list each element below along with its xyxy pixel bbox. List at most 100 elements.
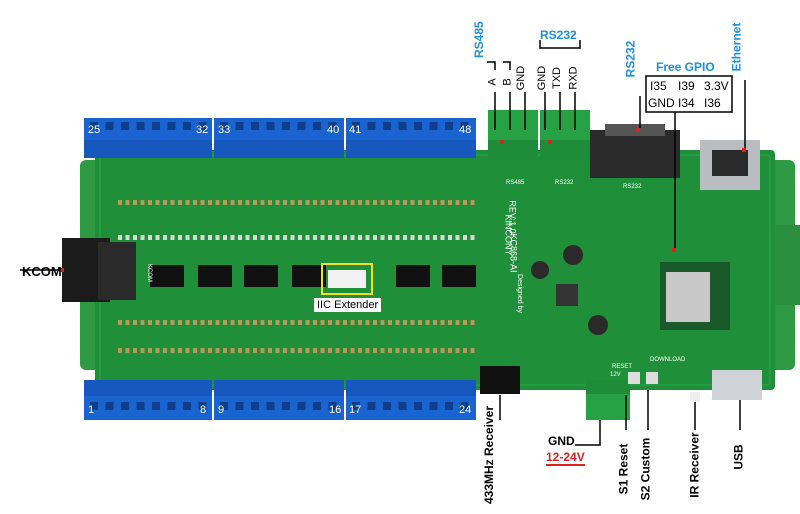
terminal-screw	[198, 402, 207, 410]
terminal-screw	[282, 402, 290, 410]
term-8: 8	[200, 404, 207, 416]
smd-component	[170, 200, 175, 205]
board-designed-by: Designed by	[515, 274, 523, 313]
kcom-label: KCOM	[22, 264, 62, 279]
silk-download: DOWNLOAD	[650, 357, 686, 363]
gpio-i34: I34	[678, 96, 695, 110]
433-header	[480, 366, 520, 394]
smd-component	[185, 320, 190, 325]
smd-component	[290, 320, 295, 325]
leader-lines	[487, 40, 746, 446]
term-40: 40	[327, 124, 340, 136]
smd-component	[350, 235, 355, 240]
smd-component	[320, 320, 325, 325]
terminal-screw	[414, 122, 422, 130]
smd-component	[320, 348, 325, 353]
terminal-screw	[90, 122, 98, 130]
smd-component	[163, 348, 167, 353]
smd-component	[140, 200, 145, 205]
rs485-label: RS485	[472, 21, 486, 58]
smd-component	[365, 200, 370, 205]
smd-component	[448, 235, 452, 240]
smd-component	[313, 320, 317, 325]
rs485-a-label: A	[486, 78, 499, 86]
smd-component	[418, 348, 422, 353]
smd-component	[470, 320, 475, 325]
term-41: 41	[349, 124, 362, 136]
smd-component	[373, 235, 377, 240]
terminal-screw	[328, 402, 337, 410]
silk-kcom: KCOM	[146, 264, 152, 282]
smd-component	[155, 348, 160, 353]
smd-component	[388, 235, 392, 240]
power-terminal	[586, 380, 630, 420]
terminal-screw	[460, 122, 469, 130]
smd-component	[463, 200, 467, 205]
smd-component	[358, 348, 362, 353]
smd-component	[283, 235, 287, 240]
s1-reset-label: S1 Reset	[616, 443, 631, 495]
smd-component	[245, 235, 250, 240]
smd-component	[305, 348, 310, 353]
gpio-gnd: GND	[648, 96, 675, 110]
smd-component	[455, 348, 460, 353]
smd-component	[125, 348, 130, 353]
rs232-top-label: RS232	[540, 28, 577, 42]
smd-component	[275, 200, 280, 205]
smd-component	[223, 320, 227, 325]
smd-component	[155, 320, 160, 325]
terminal-screw	[152, 402, 160, 410]
smd-component	[260, 320, 265, 325]
smd-component	[440, 320, 445, 325]
smd-component	[230, 348, 235, 353]
smd-component	[395, 348, 400, 353]
smd-component	[440, 200, 445, 205]
smd-component	[388, 348, 392, 353]
smd-component	[238, 320, 242, 325]
smd-component	[215, 320, 220, 325]
smd-component	[463, 320, 467, 325]
reset-button	[628, 372, 640, 384]
smd-component	[148, 348, 152, 353]
receiver-433-label: 433MHz Receiver	[482, 405, 497, 505]
terminal-screw	[352, 402, 360, 410]
smd-component	[455, 200, 460, 205]
term-33: 33	[218, 124, 231, 136]
smd-component	[170, 320, 175, 325]
terminal-screw	[183, 402, 191, 410]
smd-component	[155, 200, 160, 205]
smd-component	[440, 235, 445, 240]
smd-component	[403, 235, 407, 240]
smd-component	[148, 235, 152, 240]
smd-component	[305, 320, 310, 325]
silk-rs232: RS232	[555, 180, 574, 186]
smd-component	[313, 235, 317, 240]
smd-component	[260, 348, 265, 353]
smd-component	[365, 348, 370, 353]
smd-component	[185, 348, 190, 353]
smd-component	[395, 200, 400, 205]
smd-component	[245, 348, 250, 353]
smd-component	[193, 235, 197, 240]
smd-component	[380, 235, 385, 240]
smd-component	[380, 320, 385, 325]
smd-component	[388, 320, 392, 325]
terminal-screw	[313, 402, 321, 410]
smd-component	[410, 235, 415, 240]
terminal-screw	[152, 122, 160, 130]
smd-component	[200, 235, 205, 240]
terminal-screw	[136, 122, 145, 130]
smd-component	[358, 320, 362, 325]
rs232-rxd-label: RXD	[567, 66, 580, 90]
terminal-screw	[220, 402, 228, 410]
terminal-screw	[220, 122, 228, 130]
smd-component	[448, 348, 452, 353]
smd-component	[223, 200, 227, 205]
smd-component	[418, 235, 422, 240]
smd-component	[178, 320, 182, 325]
smd-component	[215, 348, 220, 353]
smd-component	[185, 235, 190, 240]
smd-component	[350, 348, 355, 353]
smd-component	[230, 235, 235, 240]
terminal-screw	[328, 122, 337, 130]
